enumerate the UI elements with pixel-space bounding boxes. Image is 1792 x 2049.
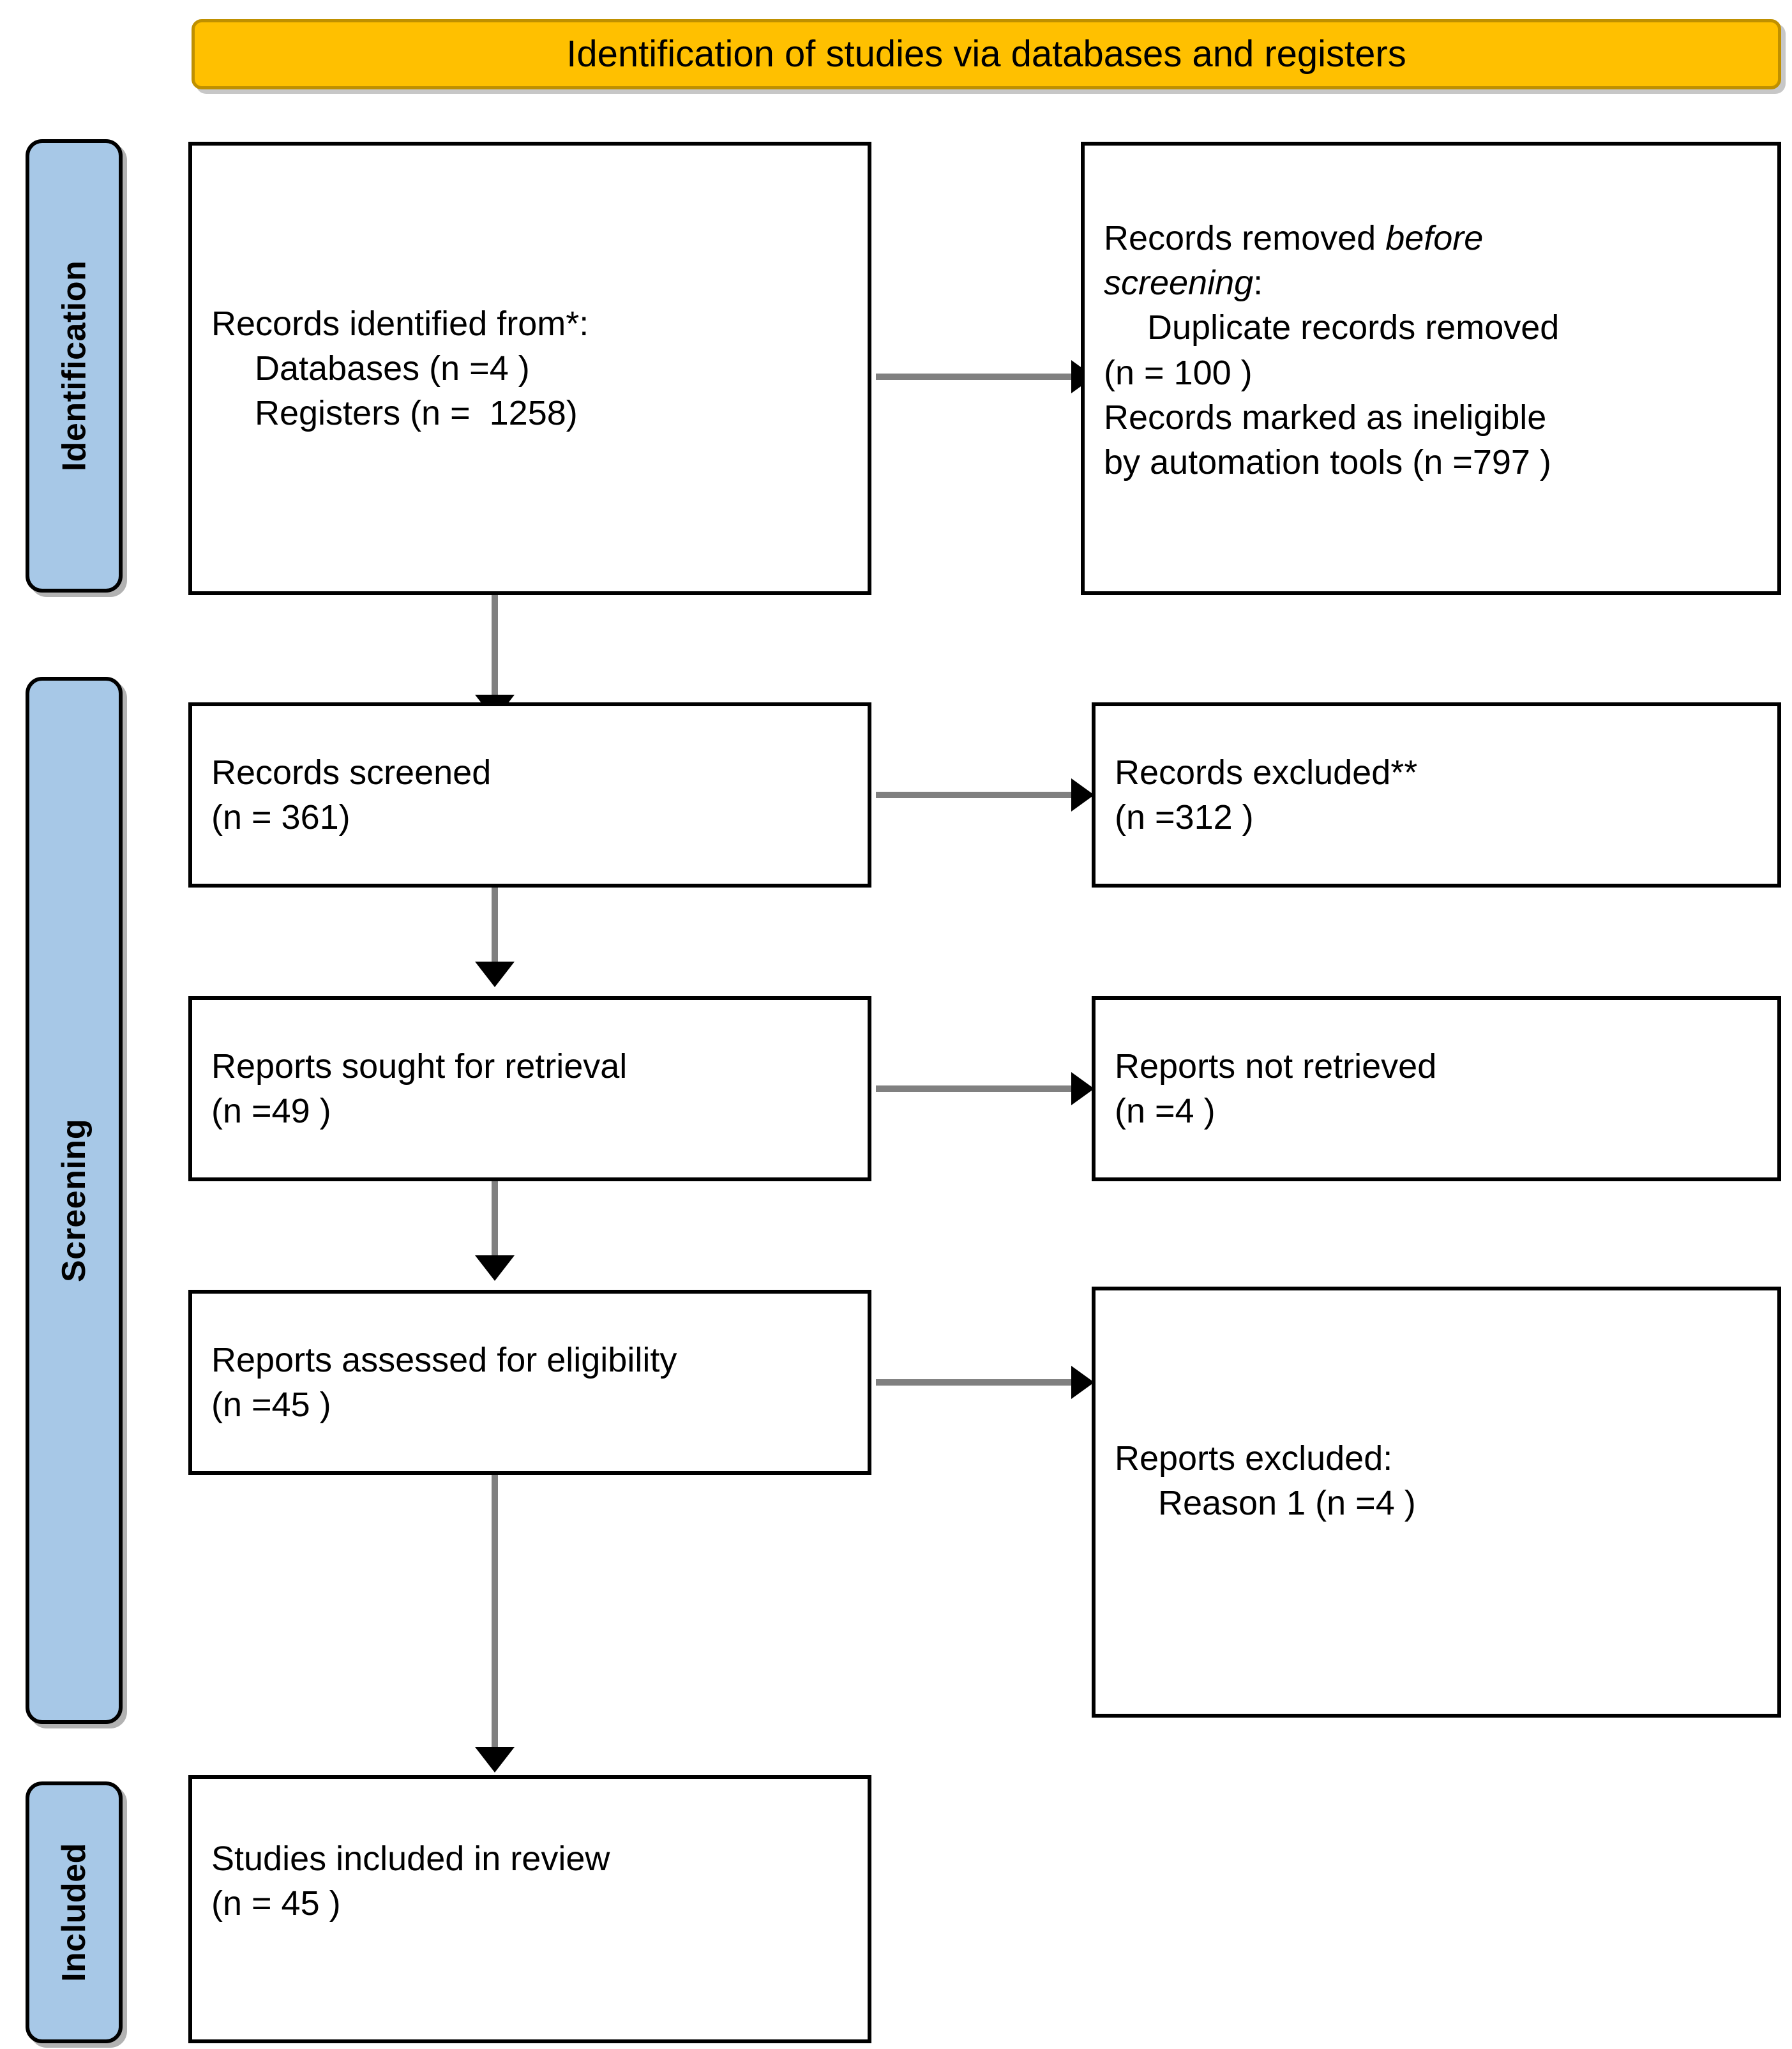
records-removed-line-2-italic: screening xyxy=(1104,264,1254,303)
records-removed-line-3: Duplicate records removed xyxy=(1147,308,1560,347)
reports-not-retrieved-line-2: (n =4 ) xyxy=(1115,1092,1216,1130)
box-records-identified: Records identified from*: Databases (n =… xyxy=(188,142,871,595)
reports-assessed-line-2: (n =45 ) xyxy=(211,1386,331,1424)
records-removed-line-6: by automation tools (n =797 ) xyxy=(1104,442,1551,481)
box-records-removed: Records removed before screening: Duplic… xyxy=(1081,142,1781,595)
reports-sought-line-2: (n =49 ) xyxy=(211,1092,331,1130)
phase-tab-included: Included xyxy=(26,1781,123,2043)
box-records-screened: Records screened (n = 361) xyxy=(188,702,871,888)
arrowhead-right-icon xyxy=(1071,778,1094,812)
arrowhead-down-icon xyxy=(475,1255,515,1281)
records-screened-line-2: (n = 361) xyxy=(211,798,350,836)
arrow-screened-to-excluded xyxy=(876,778,1094,812)
arrow-identified-to-screened xyxy=(475,595,515,720)
header-title: Identification of studies via databases … xyxy=(566,33,1406,75)
records-screened-line-1: Records screened xyxy=(211,753,492,792)
reports-assessed-line-1: Reports assessed for eligibility xyxy=(211,1340,677,1379)
records-removed-line-4: (n = 100 ) xyxy=(1104,353,1253,392)
studies-included-line-1: Studies included in review xyxy=(211,1840,610,1878)
records-identified-line-1: Records identified from*: xyxy=(211,304,589,343)
arrow-assessed-to-included xyxy=(475,1475,515,1773)
arrowhead-right-icon xyxy=(1071,1366,1094,1399)
arrow-sought-to-not-retrieved xyxy=(876,1072,1094,1105)
phase-tab-screening: Screening xyxy=(26,677,123,1724)
box-reports-sought: Reports sought for retrieval (n =49 ) xyxy=(188,996,871,1181)
phase-tab-included-label: Included xyxy=(56,1843,93,1982)
arrow-sought-to-assessed xyxy=(475,1181,515,1281)
reports-sought-line-1: Reports sought for retrieval xyxy=(211,1047,628,1085)
records-removed-line-1-italic: before xyxy=(1385,219,1484,257)
records-removed-line-5: Records marked as ineligible xyxy=(1104,398,1547,437)
arrow-screened-to-sought xyxy=(475,888,515,987)
records-identified-line-3: Registers (n = 1258) xyxy=(255,394,578,433)
box-records-excluded: Records excluded** (n =312 ) xyxy=(1092,702,1781,888)
reports-not-retrieved-line-1: Reports not retrieved xyxy=(1115,1047,1437,1085)
records-removed-line-2-suffix: : xyxy=(1253,264,1263,303)
box-reports-excluded: Reports excluded: Reason 1 (n =4 ) xyxy=(1092,1287,1781,1718)
box-reports-not-retrieved: Reports not retrieved (n =4 ) xyxy=(1092,996,1781,1181)
records-removed-line-2: screening: xyxy=(1104,261,1758,305)
box-reports-assessed: Reports assessed for eligibility (n =45 … xyxy=(188,1290,871,1475)
reports-excluded-line-1: Reports excluded: xyxy=(1115,1439,1393,1478)
phase-tab-identification-label: Identification xyxy=(56,260,93,472)
arrow-identified-to-removed xyxy=(876,360,1094,393)
arrow-assessed-to-reports-excluded xyxy=(876,1366,1094,1399)
arrowhead-down-icon xyxy=(475,1747,515,1773)
records-identified-line-2: Databases (n =4 ) xyxy=(255,349,530,388)
diagram-header-banner: Identification of studies via databases … xyxy=(192,19,1781,89)
arrowhead-down-icon xyxy=(475,962,515,987)
records-excluded-line-2: (n =312 ) xyxy=(1115,798,1254,836)
records-excluded-line-1: Records excluded** xyxy=(1115,753,1418,792)
phase-tab-screening-label: Screening xyxy=(56,1119,93,1282)
studies-included-line-2: (n = 45 ) xyxy=(211,1884,341,1923)
records-removed-line-1: Records removed before xyxy=(1104,216,1758,261)
records-removed-line-1-prefix: Records removed xyxy=(1104,219,1386,257)
reports-excluded-line-2: Reason 1 (n =4 ) xyxy=(1158,1484,1416,1523)
arrowhead-right-icon xyxy=(1071,1072,1094,1105)
box-studies-included: Studies included in review (n = 45 ) xyxy=(188,1775,871,2043)
phase-tab-identification: Identification xyxy=(26,139,123,593)
